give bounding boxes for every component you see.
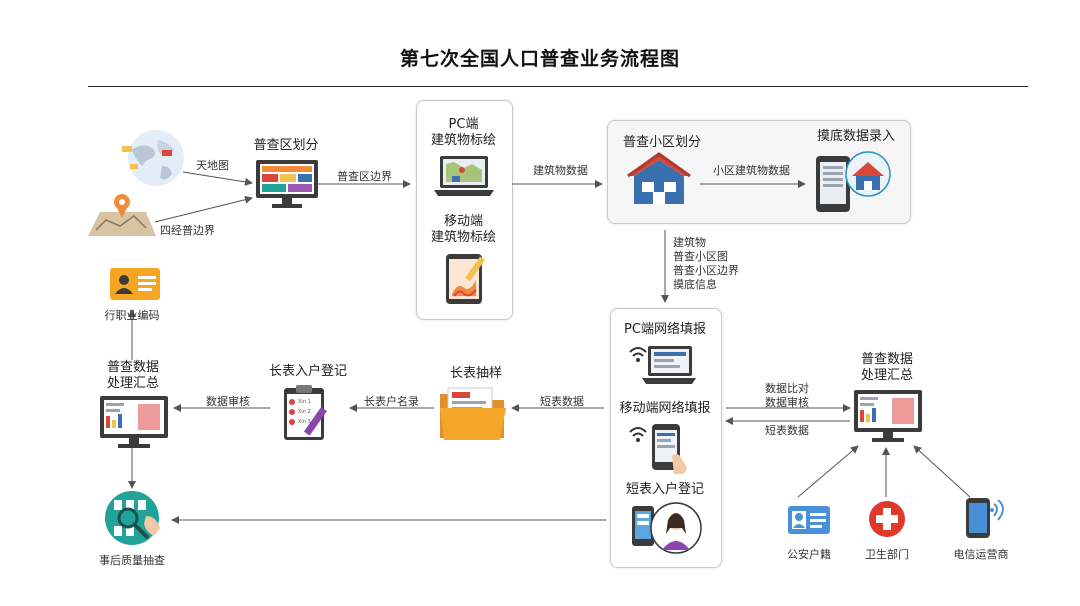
long-sample-title: 长表抽样	[449, 366, 502, 381]
health-label: 卫生部门	[865, 548, 909, 561]
edge-sijing	[154, 195, 253, 223]
folder-icon	[440, 387, 506, 440]
short-data-right-label: 短表数据	[765, 424, 809, 437]
edge-tianditu	[182, 171, 253, 186]
map-pin-icon	[88, 194, 156, 236]
diagram-title: 第七次全国人口普查业务流程图	[399, 48, 680, 70]
pc-web-fill-title: PC端网络填报	[624, 322, 706, 337]
form-item-1: Xin 1	[298, 399, 311, 405]
mobile-title: 移动端	[443, 214, 483, 229]
laptop-wifi-icon	[629, 346, 696, 384]
monitor-icon	[256, 160, 318, 208]
process-right-title-1: 普查数据	[860, 352, 913, 367]
person-phone-icon	[632, 502, 702, 554]
tablet-house-icon	[816, 151, 891, 212]
house-icon	[627, 152, 691, 204]
compare-label-2: 数据审核	[765, 396, 809, 409]
police-label: 公安户籍	[787, 548, 831, 561]
quality-check-label: 事后质量抽查	[99, 554, 165, 567]
red-cross-icon	[869, 501, 905, 537]
down-label-3: 普查小区边界	[673, 264, 739, 277]
monitor-report-icon	[854, 390, 922, 442]
id-badge-icon	[110, 268, 160, 300]
id-card-icon	[788, 506, 830, 534]
down-label-1: 建筑物	[673, 236, 706, 249]
pc-subtitle: 建筑物标绘	[430, 133, 496, 148]
clipboard-icon	[284, 385, 327, 440]
subarea-building-data-label: 小区建筑物数据	[713, 164, 790, 177]
pc-title: PC端	[448, 117, 479, 132]
form-item-3: Xin 3	[298, 419, 311, 425]
building-data-label: 建筑物数据	[533, 164, 588, 177]
globe-icon	[122, 130, 184, 186]
laptop-icon	[434, 156, 494, 196]
phone-wifi-icon	[629, 424, 687, 474]
phone-signal-icon	[966, 498, 1004, 538]
title-divider	[88, 86, 1028, 87]
district-boundary-label: 普查区边界	[337, 170, 392, 183]
down-label-2: 普查小区图	[673, 250, 728, 263]
data-review-label: 数据审核	[206, 395, 250, 408]
edge-police	[797, 445, 859, 498]
compare-label-1: 数据比对	[765, 382, 809, 395]
process-right-title-2: 处理汇总	[860, 368, 913, 383]
short-data-left-label: 短表数据	[540, 395, 584, 408]
sijing-label: 四经普边界	[160, 224, 215, 237]
quality-check-icon	[105, 491, 160, 545]
mobile-subtitle: 建筑物标绘	[430, 230, 496, 245]
tablet-pen-icon	[446, 254, 485, 304]
district-division-title: 普查区划分	[253, 138, 319, 153]
monitor-report-left-icon	[100, 396, 168, 448]
mobile-web-fill-title: 移动端网络填报	[619, 401, 711, 416]
baseline-entry-title: 摸底数据录入	[816, 129, 895, 144]
telecom-label: 电信运营商	[953, 548, 1009, 561]
industry-code-label: 行职业编码	[104, 309, 160, 322]
subarea-division-title: 普查小区划分	[622, 135, 701, 150]
clipboard-form: Xin 1 Xin 2 Xin 3	[282, 384, 327, 440]
edge-telecom	[913, 445, 971, 498]
process-left-title-1: 普查数据	[106, 360, 159, 375]
short-form-reg-title: 短表入户登记	[625, 482, 704, 497]
tianditu-label: 天地图	[196, 159, 229, 172]
process-left-title-2: 处理汇总	[106, 376, 159, 391]
long-form-reg-title: 长表入户登记	[268, 364, 347, 379]
long-household-list-label: 长表户名录	[364, 395, 419, 408]
down-label-4: 摸底信息	[673, 278, 717, 291]
form-item-2: Xin 2	[298, 409, 311, 415]
